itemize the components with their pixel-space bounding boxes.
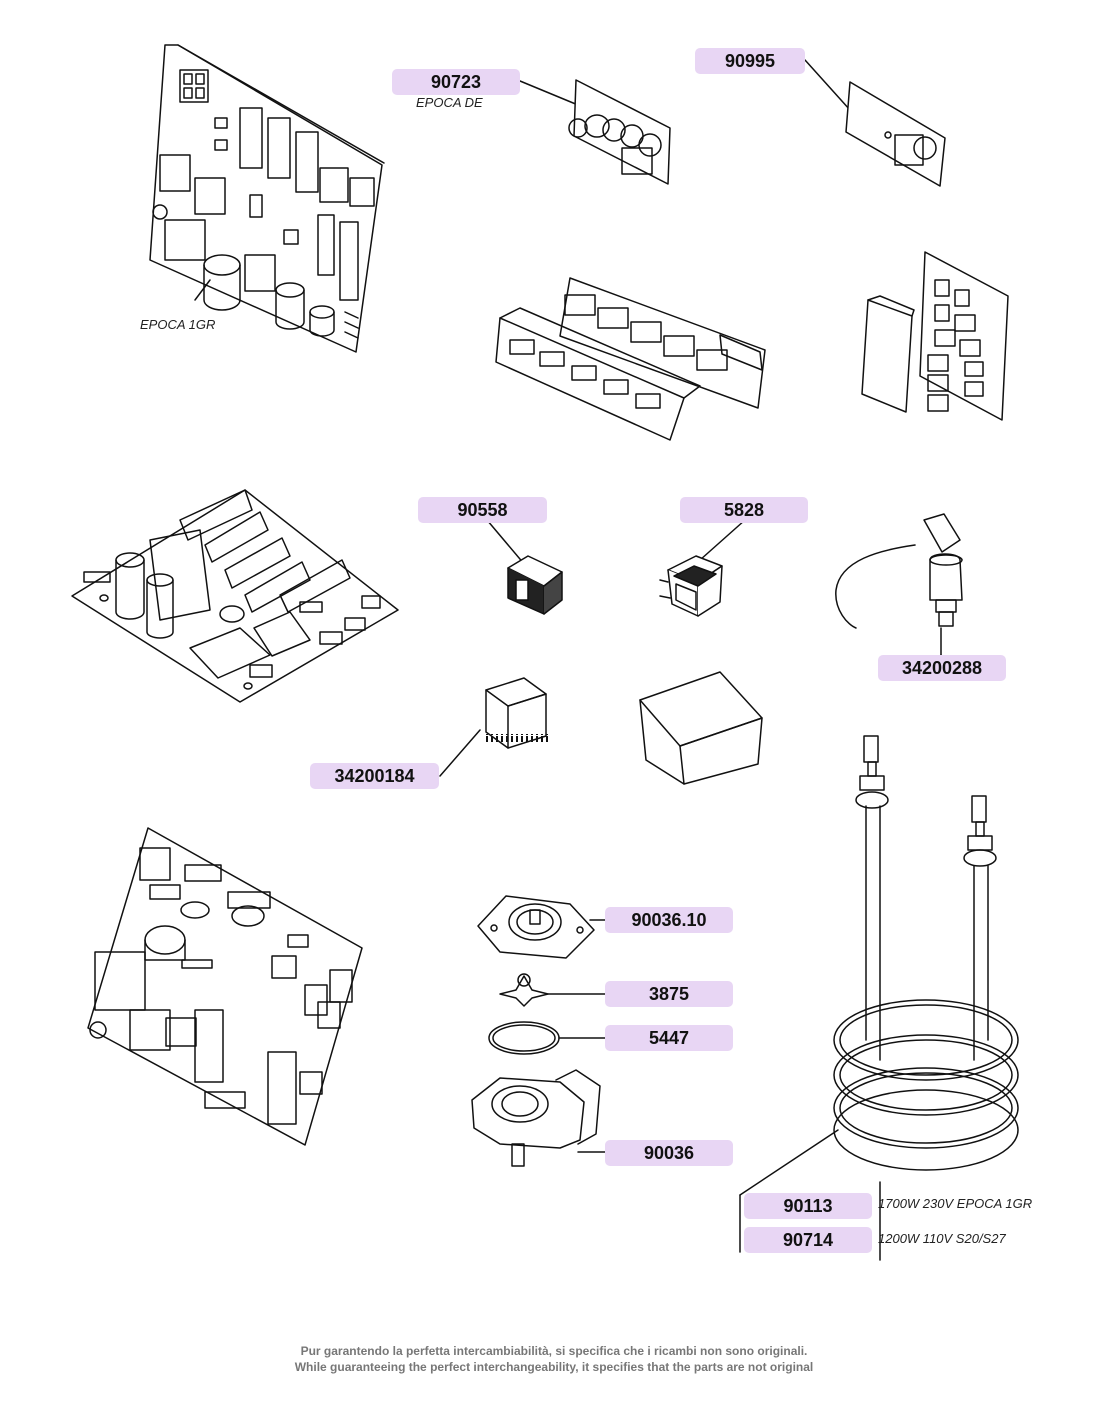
rocker-switch-5828: [659, 519, 746, 617]
label-90714: 90714: [744, 1227, 872, 1253]
label-5828: 5828: [680, 497, 808, 523]
side-keypad: [861, 251, 1009, 421]
power-board: [71, 489, 399, 703]
footer-disclaimer-it: Pur garantendo la perfetta intercambiabi…: [300, 1344, 808, 1358]
caption-epoca-de: EPOCA DE: [416, 95, 483, 110]
solenoid-base-90036-10: [477, 895, 607, 959]
pressure-sensor-34200288: [835, 513, 963, 656]
control-board-epoca-1gr: [149, 44, 385, 353]
label-90036-10: 90036.10: [605, 907, 733, 933]
relay-34200184: [439, 677, 548, 777]
keypad-board: [495, 277, 766, 441]
control-board-lower: [87, 827, 363, 1146]
label-34200184: 34200184: [310, 763, 439, 789]
label-34200288: 34200288: [878, 655, 1006, 681]
button-panel-90723: [519, 79, 671, 185]
label-3875: 3875: [605, 981, 733, 1007]
valve-core-3875: [499, 973, 607, 1007]
caption-heater-1200w: 1200W 110V S20/S27: [878, 1231, 1006, 1246]
label-5447: 5447: [605, 1025, 733, 1051]
label-90723: 90723: [392, 69, 520, 95]
label-90036: 90036: [605, 1140, 733, 1166]
caption-epoca-1gr: EPOCA 1GR: [140, 317, 216, 332]
panel-90995: [804, 59, 946, 187]
heating-element: [739, 735, 1019, 1253]
footer-disclaimer-en: While guaranteeing the perfect interchan…: [294, 1360, 814, 1374]
label-90995: 90995: [695, 48, 805, 74]
o-ring-5447: [488, 1021, 607, 1055]
label-90558: 90558: [418, 497, 547, 523]
label-90113: 90113: [744, 1193, 872, 1219]
switch-90558: [486, 519, 563, 615]
caption-heater-1700w: 1700W 230V EPOCA 1GR: [878, 1196, 1033, 1211]
solenoid-valve-90036: [471, 1069, 607, 1167]
cover-box: [639, 671, 763, 785]
